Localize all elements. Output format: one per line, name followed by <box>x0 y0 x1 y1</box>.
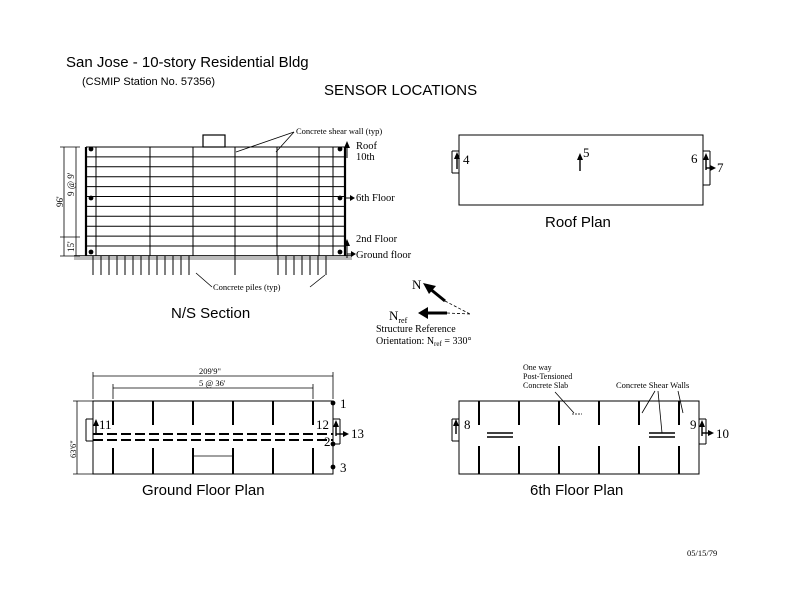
dim-bay-heights: 9 @ 9' <box>66 172 76 196</box>
overall-dimension: 209'9" <box>199 366 221 376</box>
sixth-wall-segments <box>478 401 680 474</box>
side-dimension: 63'6" <box>68 440 78 458</box>
section-sensor-dots <box>88 146 343 255</box>
nref-label: Nref <box>389 308 408 325</box>
sensor-dot <box>337 249 343 255</box>
sensor-9-label: 9 <box>690 417 697 432</box>
page-heading: SENSOR LOCATIONS <box>324 82 477 99</box>
sensor-2-label: 2 <box>324 434 331 449</box>
sixth-arrowhead <box>350 195 355 201</box>
floor-label-2nd: 2nd Floor <box>356 234 398 245</box>
sensor-12-label: 12 <box>316 417 329 432</box>
sixth-outline <box>458 400 700 475</box>
north-arrowhead <box>423 283 436 294</box>
sensor-1-dot <box>330 400 336 406</box>
walls-leader <box>641 390 656 414</box>
slab-label-line-3: Concrete Slab <box>523 381 568 390</box>
orientation-dashed-line <box>444 300 471 315</box>
sensor-dot <box>337 146 343 152</box>
ground-hatch <box>74 256 352 260</box>
piles-leader <box>309 274 326 288</box>
sensor-12-arrowhead <box>333 420 339 427</box>
ground-floor-plan: 209'9" 5 @ 36' 63'6" 11 12 13 1 2 <box>68 366 364 499</box>
sensor-11-arrowhead <box>93 419 99 426</box>
orientation-indicator: N Nref Structure Reference Orientation: … <box>376 277 471 348</box>
sensor-3-dot <box>330 464 336 470</box>
roof-plan: 4 5 6 7 Roof Plan <box>451 134 724 231</box>
sensor-6-arrowhead <box>703 153 709 160</box>
shear-wall-callout: Concrete shear wall (typ) <box>296 126 382 136</box>
sensor-10-label: 10 <box>716 426 729 441</box>
sensor-dot <box>88 146 94 152</box>
sixth-plan-caption: 6th Floor Plan <box>530 482 623 499</box>
sensor-dot <box>88 249 94 255</box>
orientation-line-1: Structure Reference <box>376 324 456 335</box>
ground-outline <box>92 400 334 475</box>
slab-leader <box>554 391 575 414</box>
roof-arrowhead <box>344 141 350 148</box>
slab-label-line-1: One way <box>523 363 552 372</box>
floor-label-ground: Ground floor <box>356 250 412 261</box>
building-title: San Jose - 10-story Residential Bldg <box>66 54 309 71</box>
ground-plan-caption: Ground Floor Plan <box>142 482 265 499</box>
floor-label-roof: Roof <box>356 141 378 152</box>
floor-label-10th: 10th <box>356 152 375 163</box>
section-floor-lines <box>86 146 345 257</box>
concrete-piles <box>92 256 327 275</box>
walls-leader <box>657 390 663 434</box>
piles-leader <box>195 272 213 288</box>
walls-leader <box>677 390 684 414</box>
drawing-date: 05/15/79 <box>687 548 717 558</box>
dim-total-height: 96' <box>55 196 65 207</box>
sensor-5-label: 5 <box>583 145 590 160</box>
bay-dimension: 5 @ 36' <box>199 378 226 388</box>
nref-arrowhead <box>418 307 428 319</box>
sensor-3-label: 3 <box>340 460 347 475</box>
north-label: N <box>412 277 422 292</box>
sensor-11-label: 11 <box>99 417 112 432</box>
sensor-6-label: 6 <box>691 151 698 166</box>
sensor-13-arrowhead <box>343 431 349 437</box>
floor-label-6th: 6th Floor <box>356 193 395 204</box>
roof-penthouse <box>202 134 226 148</box>
sensor-8-label: 8 <box>464 417 471 432</box>
slab-label-line-2: Post-Tensioned <box>523 372 572 381</box>
sensor-13-label: 13 <box>351 426 364 441</box>
station-number: (CSMIP Station No. 57356) <box>82 76 215 88</box>
orientation-dashed-line <box>446 312 471 315</box>
section-column-lines <box>95 147 334 256</box>
orientation-line-2: Orientation: Nref = 330° <box>376 336 471 348</box>
dim-base-height: 15' <box>66 241 76 252</box>
sensor-10-arrowhead <box>708 430 714 436</box>
sensor-5-arrowhead <box>577 153 583 160</box>
sensor-4-label: 4 <box>463 152 470 167</box>
sensor-dot <box>88 195 94 201</box>
sensor-dot <box>337 195 343 201</box>
ground-arrowhead <box>344 239 350 246</box>
sensor-8-arrowhead <box>453 419 459 426</box>
piles-callout: Concrete piles (typ) <box>213 282 281 292</box>
sixth-floor-plan: One way Post-Tensioned Concrete Slab Con… <box>451 363 729 499</box>
sensor-7-arrowhead <box>710 165 716 171</box>
ground-arrowhead-h <box>351 251 356 257</box>
shear-wall-leader <box>275 131 295 153</box>
ground-wall-segments <box>112 401 314 474</box>
sensor-7-label: 7 <box>717 160 724 175</box>
shear-wall-leader <box>235 131 295 153</box>
sensor-4-arrowhead <box>454 152 460 159</box>
shear-walls-callout: Concrete Shear Walls <box>616 380 689 390</box>
section-caption: N/S Section <box>171 305 250 322</box>
sensor-2-dot <box>330 441 336 447</box>
roof-plan-caption: Roof Plan <box>545 214 611 231</box>
roof-outline <box>458 134 704 206</box>
sensor-1-label: 1 <box>340 396 347 411</box>
ns-section: 96' 9 @ 9' 15' Roof 10th 6th Floor 2nd F… <box>55 126 412 322</box>
sensor-9-arrowhead <box>699 420 705 427</box>
